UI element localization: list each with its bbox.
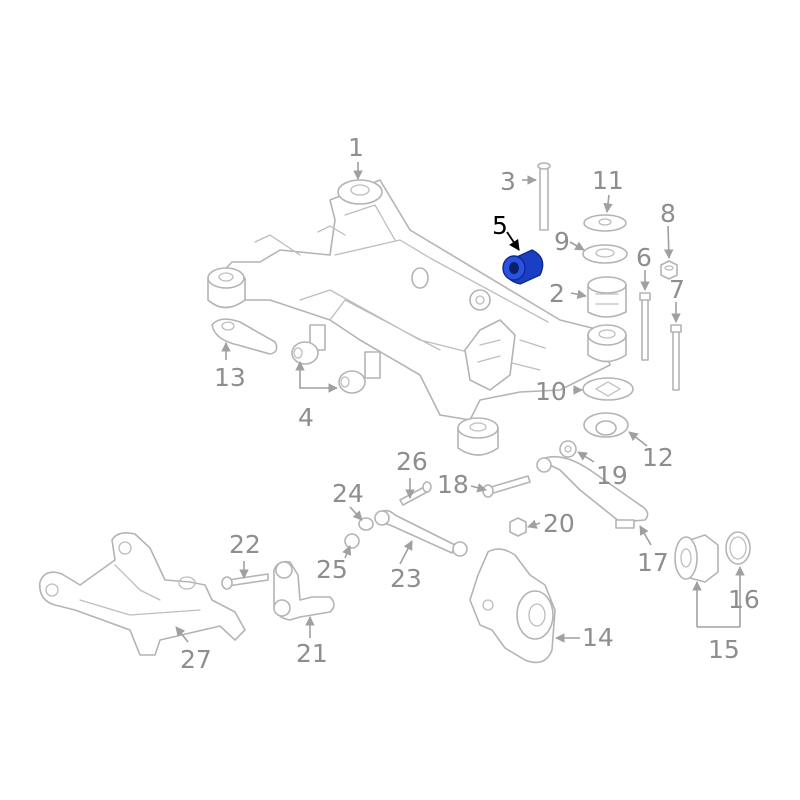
callout-12: 12 bbox=[642, 443, 674, 472]
highlighted-bushing bbox=[502, 249, 544, 285]
knuckle bbox=[469, 548, 556, 664]
callout-24: 24 bbox=[332, 479, 364, 508]
mount-bracket bbox=[211, 318, 278, 355]
callout-23: 23 bbox=[390, 564, 422, 593]
callout-14: 14 bbox=[582, 623, 614, 652]
subframe bbox=[207, 179, 627, 456]
callout-1: 1 bbox=[348, 133, 364, 162]
callout-6: 6 bbox=[636, 243, 652, 272]
callout-20: 20 bbox=[543, 509, 575, 538]
toe-link bbox=[273, 560, 335, 621]
callout-3: 3 bbox=[500, 167, 516, 196]
callout-11: 11 bbox=[592, 166, 624, 195]
callout-13: 13 bbox=[214, 363, 246, 392]
lateral-link bbox=[374, 509, 468, 557]
callout-22: 22 bbox=[229, 530, 261, 559]
callout-16: 16 bbox=[728, 585, 760, 614]
hub-bushing bbox=[674, 531, 751, 583]
callout-25: 25 bbox=[316, 555, 348, 584]
callout-labels: 1 2 3 4 5 6 7 8 9 10 11 12 13 14 15 16 1… bbox=[180, 133, 760, 674]
callout-26: 26 bbox=[396, 447, 428, 476]
callout-7: 7 bbox=[669, 275, 685, 304]
upper-control-arm bbox=[536, 455, 649, 529]
nuts bbox=[344, 440, 577, 549]
callout-17: 17 bbox=[637, 548, 669, 577]
callout-27: 27 bbox=[180, 645, 212, 674]
callout-15: 15 bbox=[708, 635, 740, 664]
callout-21: 21 bbox=[296, 639, 328, 668]
callout-2: 2 bbox=[549, 279, 565, 308]
callout-10: 10 bbox=[535, 377, 567, 406]
callout-5: 5 bbox=[492, 211, 508, 240]
leader-lines bbox=[175, 162, 745, 643]
callout-9: 9 bbox=[554, 227, 570, 256]
bolts bbox=[537, 162, 682, 391]
callout-18: 18 bbox=[437, 470, 469, 499]
mount-stack bbox=[582, 214, 634, 438]
callout-19: 19 bbox=[596, 461, 628, 490]
bushings-pair bbox=[291, 341, 366, 394]
lower-control-arm bbox=[38, 532, 246, 656]
callout-4: 4 bbox=[298, 403, 314, 432]
callout-8: 8 bbox=[660, 199, 676, 228]
